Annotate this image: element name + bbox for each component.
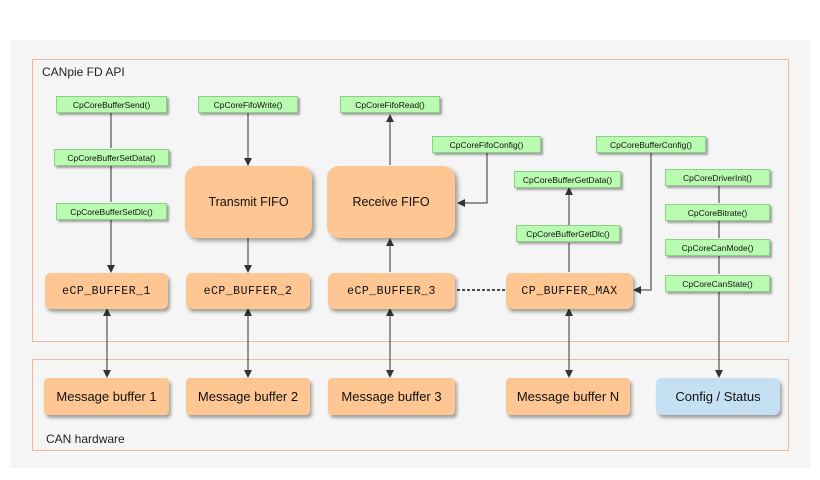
fifo-config-function: CpCoreFifoConfig(): [432, 136, 541, 153]
hardware-region: [32, 359, 789, 451]
buffer-3: eCP_BUFFER_3: [328, 273, 455, 309]
buffer-config-function: CpCoreBufferConfig(): [596, 136, 706, 153]
can-mode-function: CpCoreCanMode(): [665, 239, 770, 256]
receive-fifo: Receive FIFO: [327, 166, 455, 238]
wire-fifoconfig-rx: [457, 153, 488, 207]
buffer-get-dlc-function: CpCoreBufferGetDlc(): [516, 225, 620, 242]
message-buffer-n: Message buffer N: [506, 378, 630, 415]
buffer-2: eCP_BUFFER_2: [186, 273, 310, 309]
transmit-fifo: Transmit FIFO: [185, 166, 312, 238]
buffer-max: CP_BUFFER_MAX: [506, 273, 633, 309]
can-state-function: CpCoreCanState(): [665, 275, 770, 292]
hardware-region-label: CAN hardware: [46, 432, 125, 446]
bitrate-function: CpCoreBitrate(): [665, 204, 770, 221]
message-buffer-1: Message buffer 1: [44, 378, 169, 415]
driver-init-function: CpCoreDriverInit(): [665, 169, 770, 186]
buffer-send-function: CpCoreBufferSend(): [56, 96, 167, 113]
buffer-set-data-function: CpCoreBufferSetData(): [54, 149, 169, 166]
api-region: [32, 59, 789, 342]
message-buffer-3: Message buffer 3: [328, 378, 455, 415]
fifo-read-function: CpCoreFifoRead(): [340, 96, 440, 113]
config-status: Config / Status: [656, 378, 780, 415]
message-buffer-2: Message buffer 2: [186, 378, 310, 415]
buffer-set-dlc-function: CpCoreBufferSetDlc(): [56, 203, 167, 220]
wire-bufferconfig-buffermax: [633, 153, 652, 294]
fifo-write-function: CpCoreFifoWrite(): [198, 96, 298, 113]
buffer-1: eCP_BUFFER_1: [45, 273, 168, 309]
api-region-label: CANpie FD API: [42, 65, 125, 79]
buffer-get-data-function: CpCoreBufferGetData(): [514, 171, 621, 188]
